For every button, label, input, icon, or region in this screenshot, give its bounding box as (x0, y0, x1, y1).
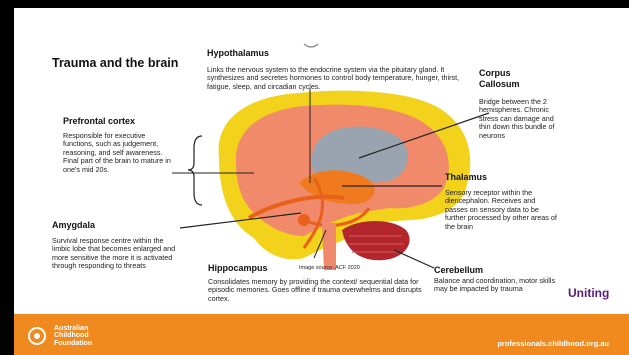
uniting-logo: Uniting (568, 286, 609, 300)
prefrontal-bracket (188, 136, 202, 205)
foundation-logo-icon (28, 327, 46, 345)
corpus-callosum-heading: Corpus Callosum (479, 68, 549, 89)
corpus-callosum-text: Bridge between the 2 hemispheres. Chroni… (479, 98, 564, 140)
foundation-logo-text: Australian Childhood Foundation (54, 325, 114, 347)
cerebellum-shape (342, 221, 410, 260)
hypothalamus-heading: Hypothalamus (207, 48, 269, 59)
prefrontal-cortex-heading: Prefrontal cortex (63, 116, 135, 127)
thalamus-text: Sensory receptor within the diencephalon… (445, 189, 560, 231)
slide: Trauma and the brain Hypothalamus Links … (14, 8, 629, 355)
leader-cerebellum (394, 250, 434, 268)
thalamus-heading: Thalamus (445, 172, 487, 183)
brainstem (322, 223, 336, 270)
decor-mark (304, 44, 318, 47)
cerebellum-text: Balance and coordination, motor skills m… (434, 277, 564, 294)
amygdala-heading: Amygdala (52, 220, 95, 231)
hippocampus-text: Consolidates memory by providing the con… (208, 278, 433, 303)
cerebellum-heading: Cerebellum (434, 265, 483, 276)
footer-url[interactable]: professionals.childhood.org.au (497, 339, 609, 348)
page-title: Trauma and the brain (52, 56, 178, 70)
prefrontal-cortex-text: Responsible for executive functions, suc… (63, 132, 178, 174)
hypothalamus-text: Links the nervous system to the endocrin… (207, 66, 467, 91)
amygdala-text: Survival response centre within the limb… (52, 237, 182, 271)
image-source: Image source: ACF 2020 (299, 265, 360, 271)
amygdala-shape (298, 214, 310, 226)
footer-bar: Australian Childhood Foundation professi… (14, 314, 629, 355)
hippocampus-heading: Hippocampus (208, 263, 268, 274)
